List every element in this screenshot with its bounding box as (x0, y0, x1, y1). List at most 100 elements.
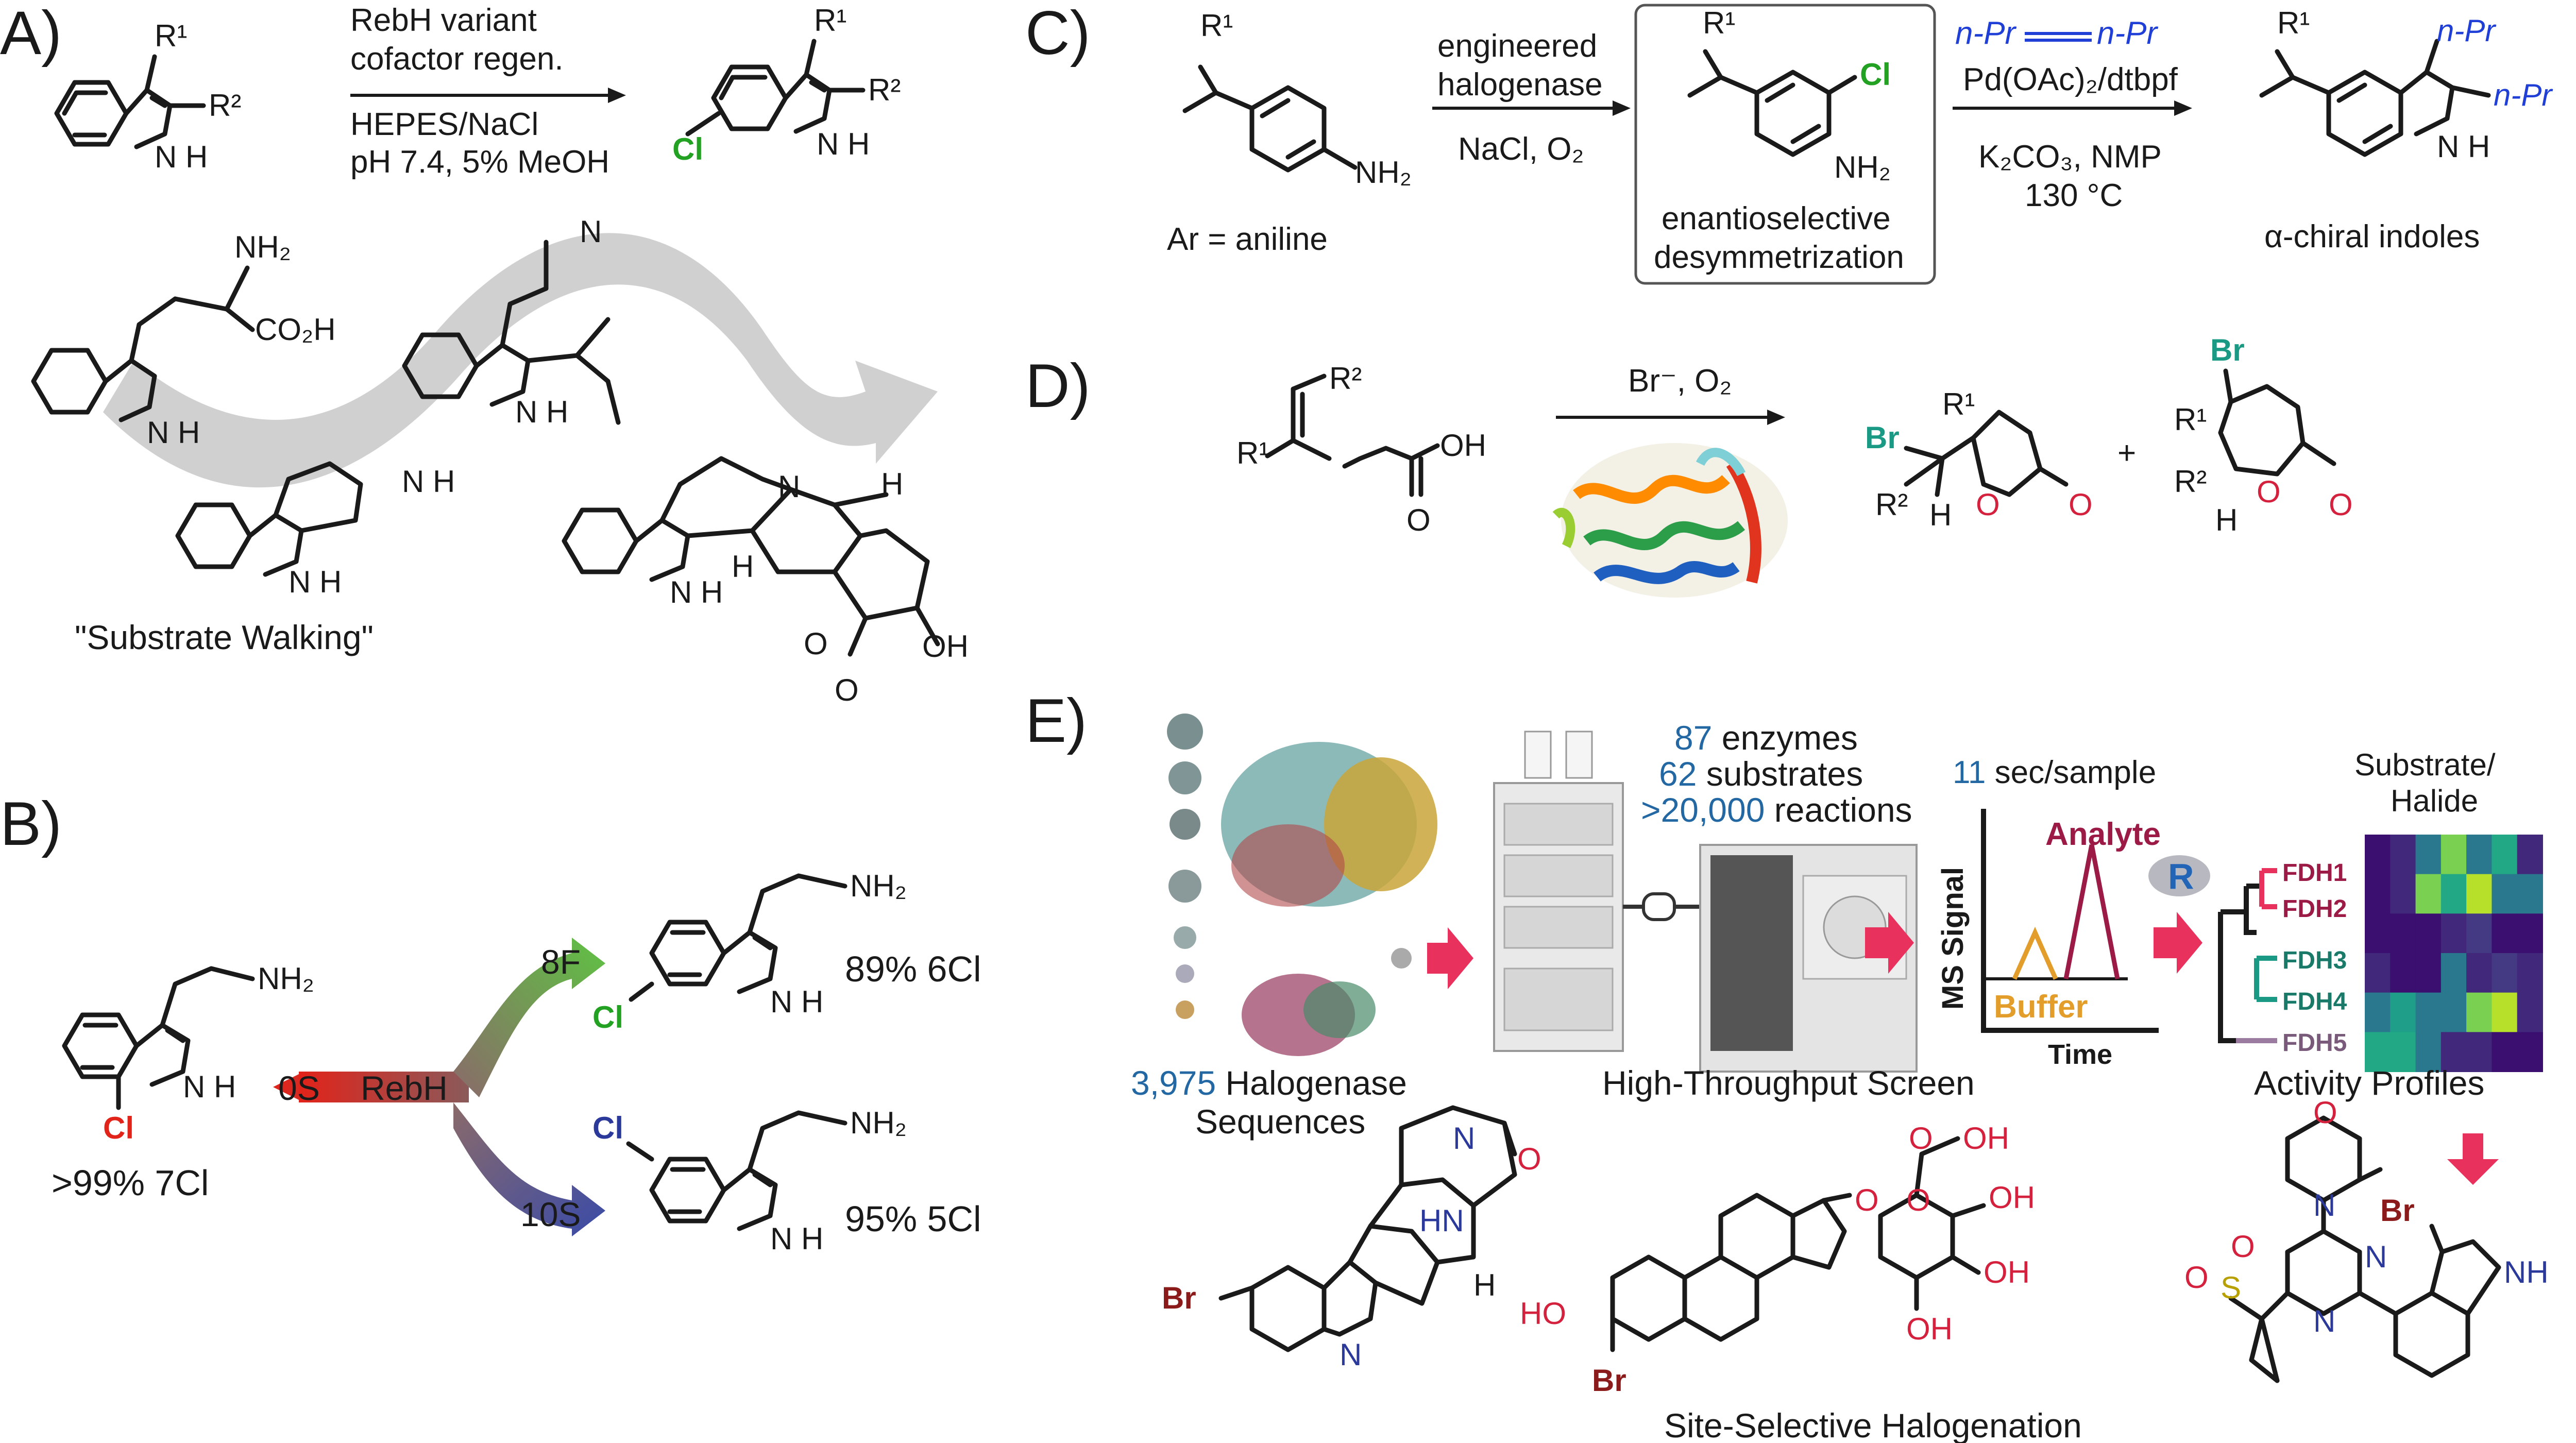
br-label-d5: Br (1865, 420, 1900, 455)
br-label-alkaloid: Br (1162, 1281, 1196, 1315)
heatmap-cell (2415, 913, 2442, 954)
reagent-nacl: NaCl, O₂ (1458, 131, 1584, 167)
oh-label-yohimbine: OH (922, 629, 969, 664)
plus-sign: + (2117, 435, 2136, 471)
r2-label: R² (209, 88, 241, 123)
heatmap-title-1: Substrate/ (2354, 748, 2496, 782)
ms-signal-label: MS Signal (1936, 867, 1970, 1010)
bromolactone-5: Br R¹ R² H + O O (1865, 387, 2093, 532)
nh-label-carboline: N H (402, 464, 455, 499)
boxed-enantioselective: enantioselective (1662, 201, 1891, 236)
n-label-yohimbine: N (778, 469, 800, 504)
nh-label-alkaloid: N (1340, 1337, 1362, 1372)
panel-a-label: A) (0, 0, 62, 67)
heatmap-cell (2415, 1032, 2442, 1072)
reactions-number: >20,000 (1641, 791, 1765, 829)
heatmap-cell (2441, 835, 2467, 875)
r1-label-prod: R¹ (2277, 6, 2310, 40)
o-label-d6-carbonyl: O (2329, 487, 2353, 522)
boxed-desymmetrization: desymmetrization (1654, 240, 1904, 275)
nh-label-carboline-indole: N H (289, 565, 342, 599)
tryptophan-structure: NH₂ CO₂H N H (31, 230, 336, 450)
heatmap-cell (2441, 913, 2467, 954)
5-chlorotryptamine: NH₂ N H Cl (592, 1106, 907, 1256)
heatmap-cell (2492, 953, 2518, 993)
nh2-label-int: NH₂ (1834, 150, 1891, 184)
enzymes-text: enzymes (1712, 719, 1857, 757)
heatmap-cell (2466, 953, 2493, 993)
hplc-instrument (1493, 731, 1624, 1052)
nh-label-prod: N H (2437, 129, 2490, 164)
r2-label-d: R² (1329, 361, 1362, 396)
heatmap-cell (2492, 874, 2518, 914)
heatmap-cell (2365, 1032, 2391, 1072)
rate-number: 11 (1953, 755, 1986, 790)
branch-10s (453, 1102, 605, 1236)
r1-label-d6: R¹ (2174, 402, 2207, 437)
site-selective-label: Site-Selective Halogenation (1664, 1406, 2082, 1443)
reagent-pd: Pd(OAc)₂/dtbpf (1963, 62, 2178, 97)
heatmap-cell (2415, 835, 2442, 875)
oh-label-acid: OH (1963, 1121, 2009, 1156)
substrates-number: 62 (1659, 755, 1697, 793)
cl-label-int: Cl (1860, 57, 1891, 92)
heatmap-cell (2466, 835, 2493, 875)
reagent-halogenase: halogenase (1437, 67, 1603, 103)
heatmap-cell (2415, 992, 2442, 1033)
reaction-arrow-a-head (608, 88, 626, 103)
heatmap-cell (2466, 1032, 2493, 1072)
o-label-ring: O (1906, 1183, 1930, 1217)
nh-label-yohimbine: N H (670, 575, 723, 609)
bromo-indole-drug: O N N N S O O Br NH (2184, 1095, 2549, 1383)
r-logo-letter: R (2168, 856, 2194, 896)
alkenoic-acid: R² R¹ OH O (1236, 361, 1486, 537)
reagent-cofactor: cofactor regen. (350, 41, 564, 77)
r-logo: R (2148, 855, 2210, 896)
heatmap-cell (2441, 874, 2467, 914)
ms-axes (1981, 809, 2159, 1033)
result-7cl: >99% 7Cl (52, 1163, 209, 1203)
reagent-temp: 130 °C (2025, 178, 2123, 213)
nh-label-7cl: N H (183, 1069, 236, 1104)
panel-e: E) 3,975 Halogenase Sequences (1025, 686, 2549, 1443)
flow-arrow-2 (1865, 912, 1914, 974)
oh-label-sugar-1: OH (1984, 1255, 2030, 1289)
heatmap-cell (2415, 953, 2442, 993)
heatmap-cell (2492, 992, 2518, 1033)
o-label-glycosidic: O (1855, 1183, 1879, 1217)
br-label-estradiol: Br (1592, 1363, 1626, 1398)
alpha-chiral-indole: R¹ n-Pr n-Pr N H (2259, 6, 2553, 164)
enzyme-label-fdh3: FDH3 (2282, 947, 2347, 974)
heatmap-title-2: Halide (2391, 784, 2478, 818)
heatmap-cell (2365, 835, 2391, 875)
heatmap-cell (2390, 953, 2416, 993)
nh2-label-c: NH₂ (1355, 155, 1412, 190)
heatmap-cell (2517, 835, 2543, 875)
oh-label-sugar-3: OH (1906, 1312, 1953, 1346)
product-alpha-chiral: α-chiral indoles (2264, 219, 2480, 254)
enzyme-label-fdh2: FDH2 (2282, 895, 2347, 923)
reactions-text: reactions (1765, 791, 1912, 829)
o-label-sulfone-1: O (2184, 1260, 2209, 1295)
o-label-d6: O (2257, 474, 2281, 509)
o-label-d5-carbonyl: O (2069, 487, 2093, 522)
r2-label-d6: R² (2174, 464, 2207, 499)
flow-arrow-3 (2154, 912, 2202, 974)
heatmap-cell (2390, 835, 2416, 875)
branch-stem (299, 1072, 469, 1102)
heatmap-cell (2390, 874, 2416, 914)
bromolactone-6: Br R¹ R² H O O (2174, 333, 2353, 537)
result-5cl: 95% 5Cl (845, 1199, 981, 1239)
brominated-alkaloid: Br N HN O H N (1162, 1105, 1541, 1372)
nh-label: N H (155, 140, 208, 174)
hts-label: High-Throughput Screen (1602, 1064, 1975, 1102)
nh-label-drug: NH (2504, 1255, 2549, 1289)
reactions-count: >20,000 reactions (1641, 791, 1912, 829)
heatmap-cell (2466, 874, 2493, 914)
cl-label-5cl: Cl (592, 1111, 623, 1145)
heatmap-cell (2390, 913, 2416, 954)
n-label-pyrimidine-2: N (2313, 1304, 2335, 1338)
panel-d: D) R² R¹ OH O Br⁻, O₂ (1025, 333, 2353, 598)
heatmap-cell (2441, 953, 2467, 993)
nh2-label-5cl: NH₂ (850, 1106, 907, 1140)
